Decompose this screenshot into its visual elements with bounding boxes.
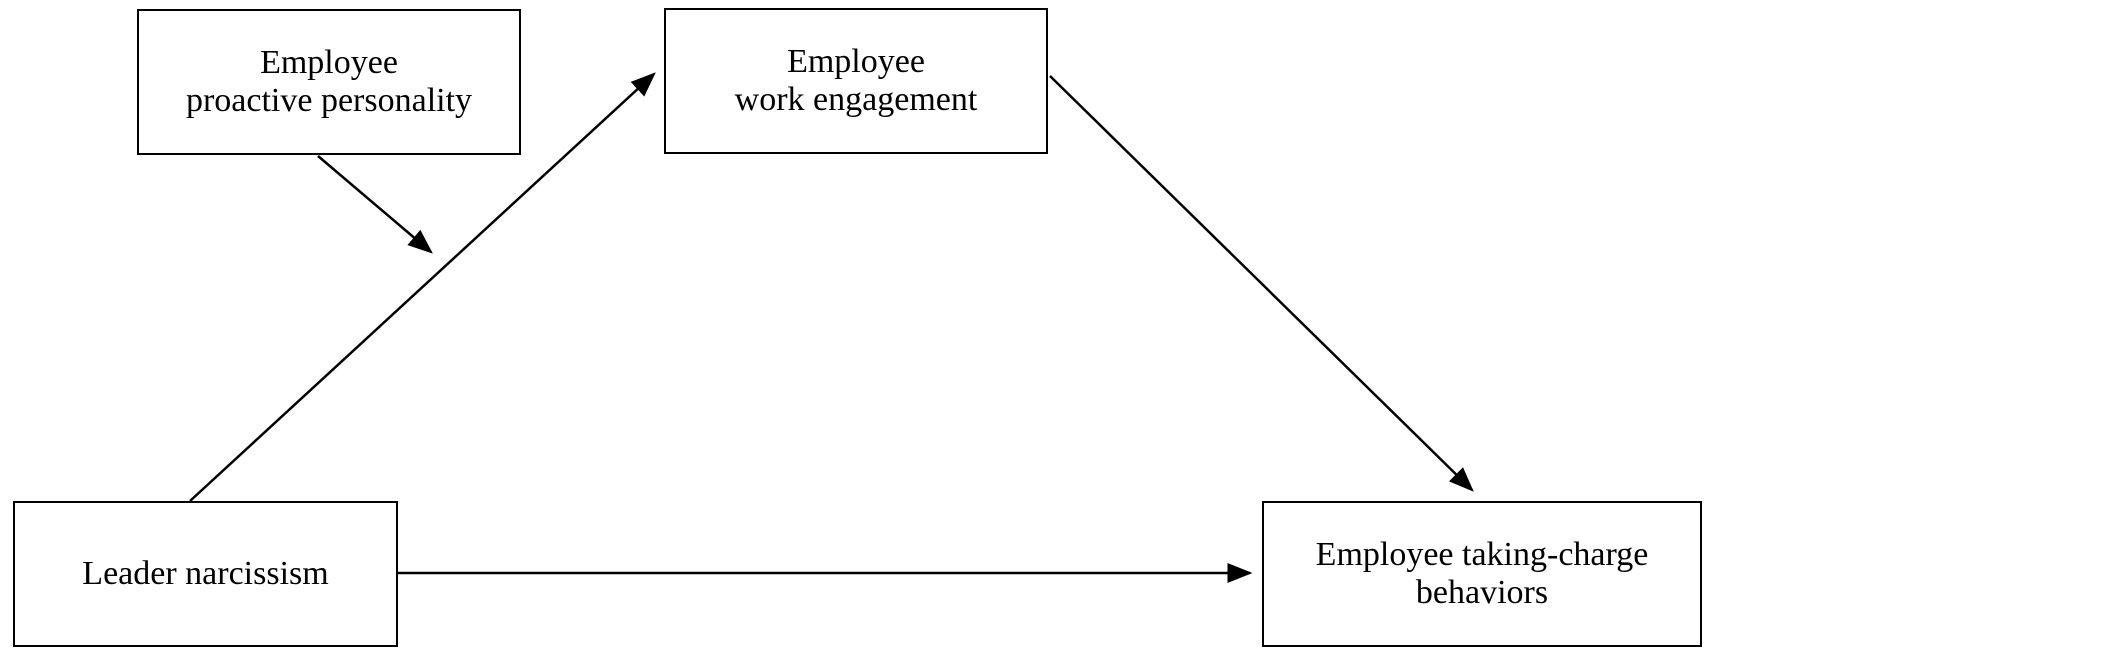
node-takingcharge-line-1: Employee taking-charge — [1315, 536, 1649, 573]
arrow-narcissism-to-engagement — [189, 72, 656, 502]
node-proactive-line-2: proactive personality — [185, 82, 473, 119]
node-taking-charge-behaviors: Employee taking-charge behaviors — [1262, 501, 1702, 647]
node-takingcharge-line-2: behaviors — [1415, 574, 1549, 611]
node-proactive-personality: Employee proactive personality — [137, 9, 521, 155]
node-narcissism-line-1: Leader narcissism — [82, 555, 329, 592]
arrow-engagement-to-takingcharge — [1049, 75, 1474, 492]
arrow-proactive-moderation — [317, 155, 433, 254]
node-proactive-line-1: Employee — [260, 44, 398, 81]
node-work-engagement: Employee work engagement — [664, 8, 1048, 154]
node-engagement-line-1: Employee — [787, 43, 925, 80]
node-engagement-line-2: work engagement — [734, 81, 978, 118]
node-leader-narcissism: Leader narcissism — [13, 501, 398, 647]
